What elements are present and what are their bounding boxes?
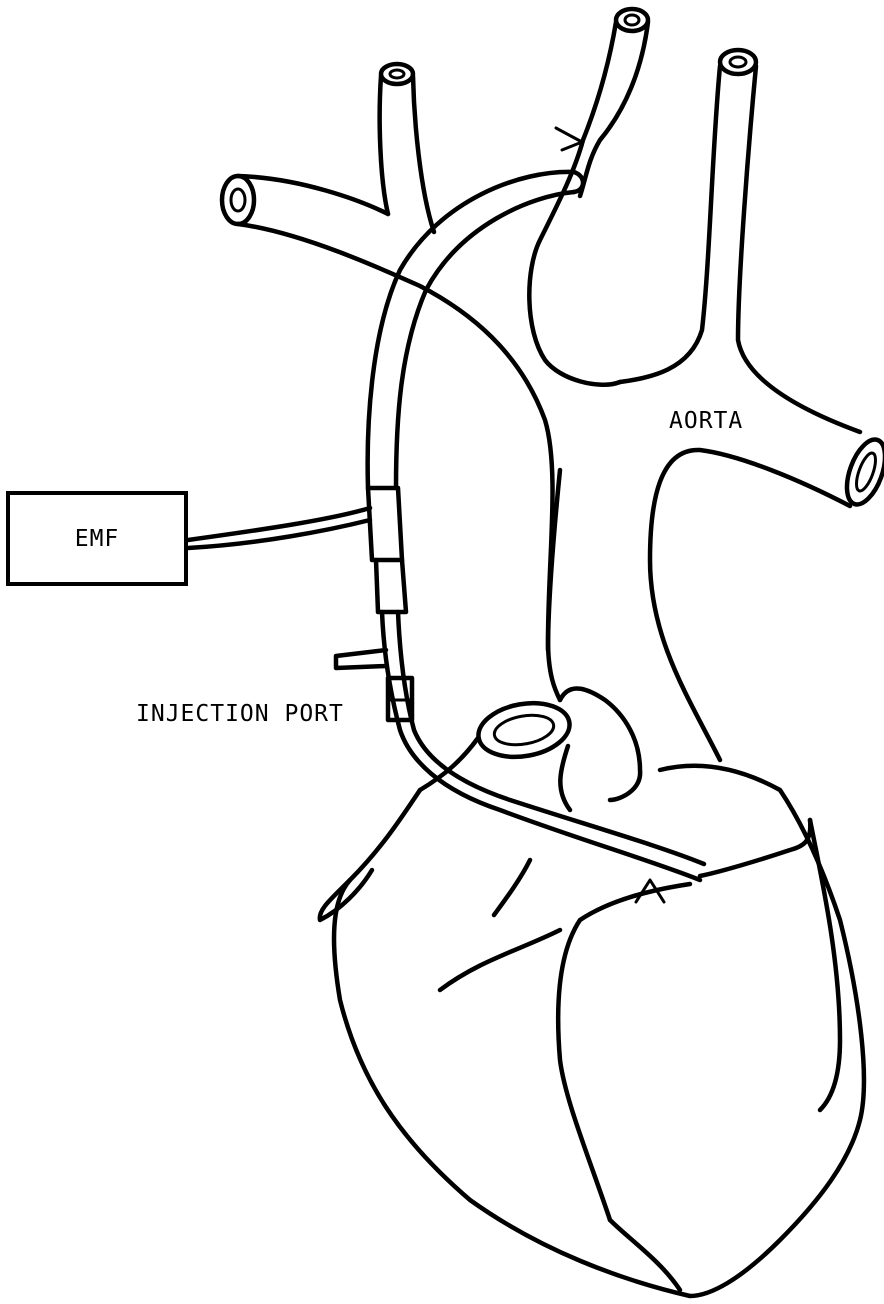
left-vessel-opening: [222, 176, 254, 224]
pulmonary-vessel-opening: [474, 696, 574, 763]
emf-box: EMF: [6, 491, 188, 586]
small-vessel-left-edge: [380, 76, 388, 214]
carotid-opening: [616, 9, 648, 31]
catheter-line-left: [382, 612, 700, 880]
heart: [320, 688, 864, 1296]
right-atrium-appendage: [320, 790, 420, 920]
injection-side-arm: [336, 650, 386, 668]
small-vessel-lumen: [390, 70, 404, 78]
pulmonary-vessel-lumen: [492, 711, 556, 749]
right-vessel-opening: [720, 50, 756, 74]
left-main-coronary: [700, 820, 810, 876]
circumflex-coronary: [558, 884, 690, 1220]
left-vessel-top-edge: [238, 176, 388, 214]
right-vessel-left-edge: [620, 66, 720, 382]
injection-port-label: INJECTION PORT: [136, 703, 344, 726]
descending-aorta-opening: [839, 435, 884, 510]
heart-upper-edge: [560, 688, 640, 800]
aorta-inner-curve: [650, 450, 850, 760]
right-vessel-right-edge: [738, 66, 860, 432]
emf-label: EMF: [10, 495, 184, 582]
t-connector: [368, 488, 402, 560]
aorta-vessel: [548, 50, 884, 760]
left-vessel-lumen: [231, 189, 245, 211]
carotid-left-edge: [529, 22, 620, 385]
carotid-lumen: [625, 15, 639, 25]
right-vessel-lumen: [730, 57, 746, 67]
catheter-tip: [574, 172, 583, 192]
pulmonary-right-edge: [560, 746, 570, 810]
coronary-branch-upper: [494, 860, 530, 915]
left-upper-vessel: [222, 176, 560, 700]
lad-coronary: [810, 820, 840, 1110]
carotid-ligature: [556, 128, 582, 150]
carotid-right-edge: [580, 22, 648, 196]
connector-body: [376, 560, 406, 612]
emf-cable-top: [188, 508, 370, 540]
coronary-branch-apex: [610, 1220, 680, 1290]
small-upper-vessel: [380, 64, 434, 232]
coronary-branch-left: [440, 930, 560, 990]
aorta-label: AORTA: [669, 410, 743, 433]
small-vessel-right-edge: [413, 76, 434, 232]
small-vessel-opening: [381, 64, 413, 84]
